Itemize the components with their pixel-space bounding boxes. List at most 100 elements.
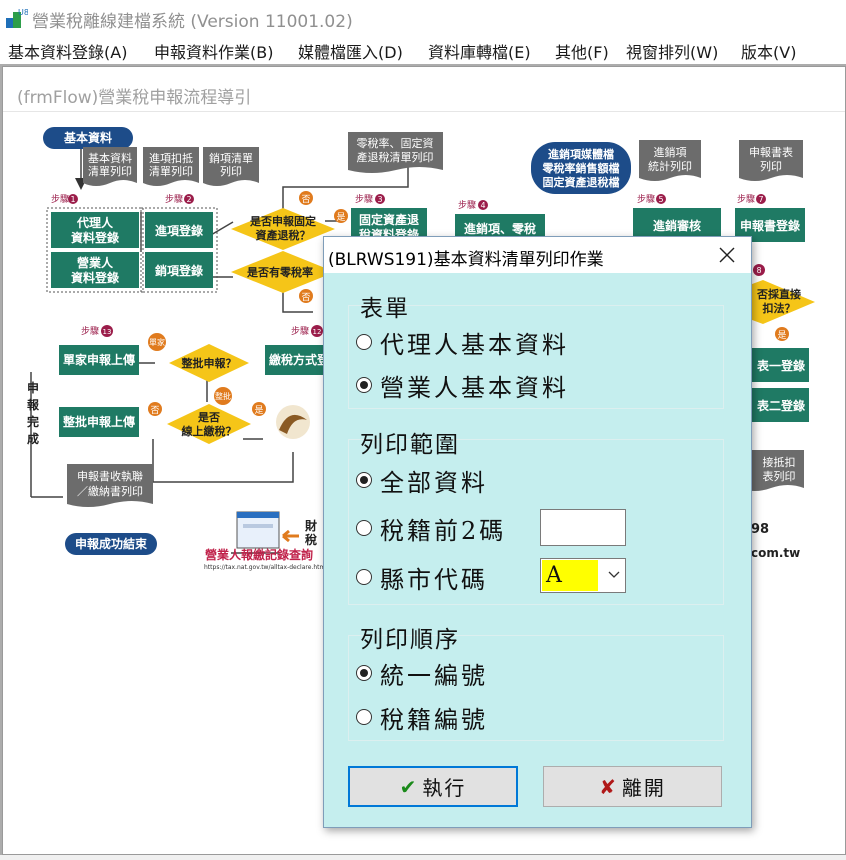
doc-report-print: 申報書表 列印 — [739, 140, 803, 181]
svg-text:營業人: 營業人 — [77, 255, 114, 270]
svg-text:7: 7 — [758, 195, 763, 204]
leave-button-label: 離開 — [621, 776, 666, 800]
radio-county-code-label: 縣市代碼 — [380, 565, 488, 594]
svg-text:1: 1 — [70, 195, 75, 204]
menu-db-convert[interactable]: 資料庫轉檔(E) — [428, 43, 531, 62]
radio-all-data[interactable]: 全部資料 — [356, 463, 488, 497]
window-title: 營業稅離線建檔系統 (Version 11001.02) — [32, 12, 353, 32]
svg-text:繳稅方式登: 繳稅方式登 — [269, 352, 330, 367]
radio-county-code[interactable]: 縣市代碼 — [356, 560, 488, 594]
radio-tax-prefix[interactable]: 稅籍前2碼 — [356, 511, 506, 545]
form-group-label: 表單 — [360, 296, 410, 322]
svg-text:線上繳稅？: 線上繳稅？ — [182, 424, 237, 438]
svg-text:是否申報固定: 是否申報固定 — [249, 214, 316, 228]
svg-text:稅: 稅 — [305, 532, 317, 547]
close-icon[interactable] — [713, 241, 741, 269]
radio-agent-basic[interactable]: 代理人基本資料 — [356, 325, 569, 359]
svg-text:否採直接: 否採直接 — [756, 287, 801, 301]
svg-text:步驟: 步驟 — [81, 326, 99, 337]
radio-biz-basic-label: 營業人基本資料 — [380, 373, 569, 402]
radio-agent-basic-label: 代理人基本資料 — [380, 330, 569, 359]
svg-text:資料登錄: 資料登錄 — [71, 270, 119, 285]
doc-stat-print: 進銷項 統計列印 — [639, 140, 701, 181]
svg-text:是否: 是否 — [197, 411, 220, 424]
menu-other[interactable]: 其他(F) — [555, 43, 609, 62]
svg-text:進銷審核: 進銷審核 — [653, 218, 701, 233]
svg-text:列印: 列印 — [760, 159, 782, 173]
decision-online — [167, 404, 251, 444]
execute-button[interactable]: ✔ 執行 — [348, 766, 518, 807]
radio-circle — [356, 569, 372, 585]
svg-text:進項登錄: 進項登錄 — [155, 223, 203, 238]
biz-data-box — [51, 252, 139, 288]
doc-input-list: 進項扣抵 清單列印 — [143, 147, 199, 186]
svg-text:是: 是 — [777, 330, 786, 341]
app-titlebar: U8 營業稅離線建檔系統 (Version 11001.02) — [0, 0, 846, 34]
svg-text:4: 4 — [480, 201, 485, 210]
svg-text:13: 13 — [103, 328, 112, 336]
leave-button[interactable]: ✘ 離開 — [543, 766, 722, 807]
svg-text:／繳納書列印: ／繳納書列印 — [77, 484, 143, 498]
radio-unified-no[interactable]: 統一編號 — [356, 656, 488, 690]
menu-bar: 基本資料登錄(A) 申報資料作業(B) 媒體檔匯入(D) 資料庫轉檔(E) 其他… — [0, 34, 846, 64]
flow-start-basic-text: 基本資料 — [63, 130, 112, 145]
svg-text:銷項清單: 銷項清單 — [209, 151, 253, 165]
svg-text:整批申報？: 整批申報？ — [181, 356, 237, 370]
doc-direct-print: 接抵扣 表列印 — [738, 450, 804, 491]
flow-window-divider — [3, 111, 845, 112]
chevron-down-icon — [608, 571, 620, 578]
menu-media-import[interactable]: 媒體檔匯入(D) — [298, 43, 403, 62]
svg-text:進銷項媒體檔: 進銷項媒體檔 — [548, 147, 614, 161]
svg-text:進銷項: 進銷項 — [654, 145, 687, 159]
svg-text:申報成功結束: 申報成功結束 — [75, 536, 148, 551]
input-reg-box — [145, 212, 213, 248]
menu-window-arrange[interactable]: 視窗排列(W) — [626, 43, 719, 62]
svg-text:步驟: 步驟 — [637, 194, 655, 205]
radio-tax-no[interactable]: 稅籍編號 — [356, 700, 488, 734]
doc-output-list: 銷項清單 列印 — [203, 147, 259, 186]
query-title: 營業人報繳記錄查詢 — [205, 547, 313, 562]
flow-window-title: (frmFlow)營業稅申報流程導引 — [17, 88, 252, 108]
decision-direct — [703, 280, 815, 324]
menu-version[interactable]: 版本(V) — [741, 43, 797, 62]
decision-batch — [169, 344, 249, 382]
svg-text:申: 申 — [27, 380, 39, 395]
menu-basic-data[interactable]: 基本資料登錄(A) — [8, 43, 128, 62]
svg-text:進項扣抵: 進項扣抵 — [149, 151, 193, 165]
menu-declare-data[interactable]: 申報資料作業(B) — [154, 43, 274, 62]
svg-text:是: 是 — [336, 212, 345, 223]
order-group-label: 列印順序 — [360, 627, 460, 653]
svg-text:整批: 整批 — [215, 391, 231, 401]
svg-text:清單列印: 清單列印 — [149, 164, 193, 178]
dialog-titlebar: (BLRWS191)基本資料清單列印作業 — [324, 237, 751, 273]
radio-circle-selected — [356, 472, 372, 488]
batch-upload-box — [59, 407, 139, 437]
doc-basic-list: 基本資料 清單列印 — [83, 147, 137, 186]
radio-unified-no-label: 統一編號 — [380, 661, 488, 690]
form-group — [348, 305, 724, 409]
media-files — [531, 142, 631, 194]
svg-text:零稅率銷售額檔: 零稅率銷售額檔 — [542, 161, 620, 175]
radio-tax-prefix-label: 稅籍前2碼 — [380, 516, 507, 545]
radio-biz-basic[interactable]: 營業人基本資料 — [356, 368, 569, 402]
print-dialog: (BLRWS191)基本資料清單列印作業 表單 代理人基本資料 營業人基本資料 … — [323, 236, 752, 828]
svg-text:產退稅清單列印: 產退稅清單列印 — [357, 150, 434, 164]
svg-text:接抵扣: 接抵扣 — [763, 455, 796, 469]
svg-text:銷項登錄: 銷項登錄 — [155, 263, 203, 278]
svg-text:否: 否 — [301, 292, 310, 303]
svg-text:代理人: 代理人 — [76, 215, 114, 230]
svg-text:步驟: 步驟 — [165, 194, 183, 205]
svg-text:進銷項、零稅: 進銷項、零稅 — [464, 221, 536, 236]
svg-text:否: 否 — [150, 405, 159, 416]
order-group — [348, 635, 724, 741]
svg-text:98: 98 — [751, 522, 769, 537]
svg-text:報: 報 — [27, 397, 40, 412]
svg-text:列印: 列印 — [220, 164, 242, 178]
county-code-select[interactable]: A — [540, 558, 626, 593]
svg-text:表一登錄: 表一登錄 — [756, 358, 805, 373]
step1-label: 步驟 — [51, 194, 69, 205]
svg-text:是否有零稅率: 是否有零稅率 — [246, 265, 313, 279]
tax-prefix-input[interactable] — [540, 509, 626, 546]
svg-text:步驟: 步驟 — [291, 326, 309, 337]
agent-data-box — [51, 212, 139, 248]
